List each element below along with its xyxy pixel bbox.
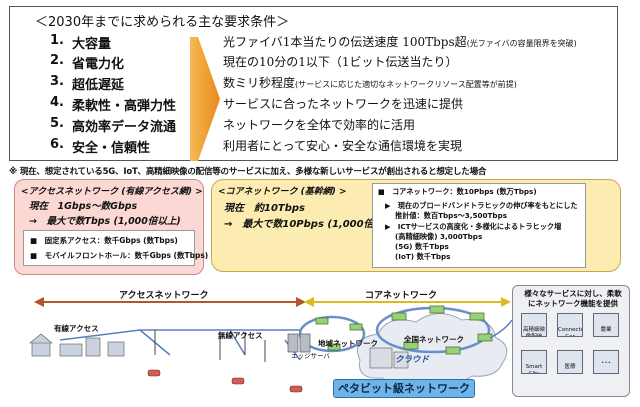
core-current-speed: 現在 約10Tbps (224, 203, 306, 214)
requirement-row: 2. 省電力化 現在の10分の1以下（1ビット伝送当たり） (10, 53, 617, 73)
regional-network-label: 地域ネットワーク (318, 339, 378, 348)
antenna-icons (154, 330, 266, 362)
requirement-description: ネットワークを全体で効率的に活用 (223, 118, 416, 132)
core-network-label: コアネットワーク (365, 291, 438, 301)
core-details-box: ■ コアネットワーク：数10Pbps (数万Tbps) ▶ 現在のブロードバンド… (372, 183, 586, 268)
access-max-speed: → 最大で数Tbps (1,000倍以上) (29, 216, 181, 227)
datacenter-icon (369, 347, 409, 369)
footnote: ※ 現在、想定されている5G、IoT、高精細映像の配信等のサービスに加え、多様な… (9, 167, 487, 177)
access-detail-line: ■ モバイルフロントホール：数千Gbps (数Tbps) (30, 251, 209, 260)
core-detail-line: (高精細映像) 3,000Tbps (395, 232, 483, 241)
requirements-box: ＜2030年までに求められる主な要求条件＞ 1. 大容量 光ファイバ1本当たりの… (9, 6, 618, 161)
requirement-label: 超低遅延 (72, 78, 125, 93)
access-network-callout: <アクセスネットワーク (有線アクセス網) > 現在 1Gbps～数Gbps →… (14, 179, 208, 275)
access-network-label: アクセスネットワーク (119, 291, 209, 301)
core-max-speed: → 最大で数10Pbps (1,000倍以上) (224, 219, 399, 230)
requirement-description: 数ミリ秒程度(サービスに応じた適切なネットワークリソース配置等が前提) (223, 76, 517, 90)
core-detail-line: 推計値：数百Tbps～3,500Tbps (395, 211, 507, 220)
requirement-description: 現在の10分の1以下（1ビット伝送当たり） (223, 55, 458, 69)
access-current-speed: 現在 1Gbps～数Gbps (29, 201, 138, 212)
access-callout-title: <アクセスネットワーク (有線アクセス網) > (21, 187, 203, 197)
core-detail-line: ▶ ICTサービスの高度化・多様化によるトラヒック増 (385, 222, 562, 231)
requirement-note: (サービスに応じた適切なネットワークリソース配置等が前提) (295, 80, 517, 89)
requirement-number: 2. (50, 53, 64, 68)
core-network-callout: <コアネットワーク (基幹網) > 現在 約10Tbps → 最大で数10Pbp… (211, 179, 621, 272)
requirement-row: 4. 柔軟性・高弾力性 サービスに合ったネットワークを迅速に提供 (10, 95, 617, 115)
requirement-description: サービスに合ったネットワークを迅速に提供 (223, 97, 464, 111)
requirements-title: ＜2030年までに求められる主な要求条件＞ (35, 15, 290, 30)
right-arrow-icon (190, 37, 220, 161)
requirement-description: 光ファイバ1本当たりの伝送速度 100Tbps超(光ファイバの容量限界を突破) (223, 35, 577, 49)
service-tile: 高精細映像配信 (521, 313, 547, 337)
requirement-number: 5. (50, 116, 64, 131)
core-network-span-arrow (304, 297, 511, 307)
core-detail-line: ■ コアネットワーク：数10Pbps (数万Tbps) (378, 187, 537, 196)
requirement-description: 利用者にとって安心・安全な通信環境を実現 (223, 139, 463, 153)
requirement-number: 3. (50, 74, 64, 89)
house-icons (29, 333, 125, 357)
network-diagram (29, 297, 513, 393)
core-detail-line: (5G) 数千Tbps (395, 242, 449, 251)
requirement-note: (光ファイバの容量限界を突破) (466, 39, 577, 48)
wired-access-label: 有線アクセス (54, 324, 99, 333)
wireless-access-label: 無線アクセス (218, 331, 263, 340)
edge-server-icon (287, 333, 311, 353)
requirement-label: 高効率データ流通 (72, 120, 177, 135)
access-detail-line: ■ 固定系アクセス：数千Gbps (数Tbps) (30, 236, 178, 245)
requirement-row: 6. 安全・信頼性 利用者にとって安心・安全な通信環境を実現 (10, 137, 617, 157)
service-tile: 農業 (593, 313, 619, 337)
requirement-row: 1. 大容量 光ファイバ1本当たりの伝送速度 100Tbps超(光ファイバの容量… (10, 33, 617, 53)
requirement-row: 3. 超低遅延 数ミリ秒程度(サービスに応じた適切なネットワークリソース配置等が… (10, 74, 617, 94)
requirement-label: 柔軟性・高弾力性 (72, 99, 177, 114)
requirement-label: 安全・信頼性 (72, 141, 151, 156)
service-tile: 医療 (557, 350, 583, 374)
requirement-number: 6. (50, 137, 64, 152)
requirement-row: 5. 高効率データ流通 ネットワークを全体で効率的に活用 (10, 116, 617, 136)
service-tile: Connected Car (557, 313, 583, 337)
petabit-network-banner: ペタビット級ネットワーク (333, 379, 475, 398)
core-callout-title: <コアネットワーク (基幹網) > (218, 187, 347, 197)
router-nodes (315, 305, 493, 355)
car-icons (147, 369, 303, 393)
access-network-span-arrow (34, 297, 306, 307)
services-description: 様々なサービスに対し、柔軟 にネットワーク機能を提供 (524, 289, 622, 308)
core-detail-line: (IoT) 数千Tbps (395, 252, 451, 261)
requirement-label: 省電力化 (72, 57, 125, 72)
core-detail-line: ▶ 現在のブロードバンドトラヒックの伸び率をもとにした (385, 201, 578, 210)
services-box: 様々なサービスに対し、柔軟 にネットワーク機能を提供 高精細映像配信 Conne… (512, 285, 630, 397)
requirement-label: 大容量 (72, 37, 112, 52)
cloud-label: クラウド (395, 355, 430, 365)
requirement-number: 4. (50, 95, 64, 110)
access-details-box: ■ 固定系アクセス：数千Gbps (数Tbps) ■ モバイルフロントホール：数… (23, 230, 208, 266)
requirement-number: 1. (50, 33, 64, 48)
service-tile: Smart City (521, 350, 547, 374)
services-link (489, 319, 513, 339)
national-network-label: 全国ネットワーク (404, 335, 464, 344)
service-tile-more: … (593, 350, 619, 374)
edge-server-label: エッジサーバ (291, 352, 330, 360)
